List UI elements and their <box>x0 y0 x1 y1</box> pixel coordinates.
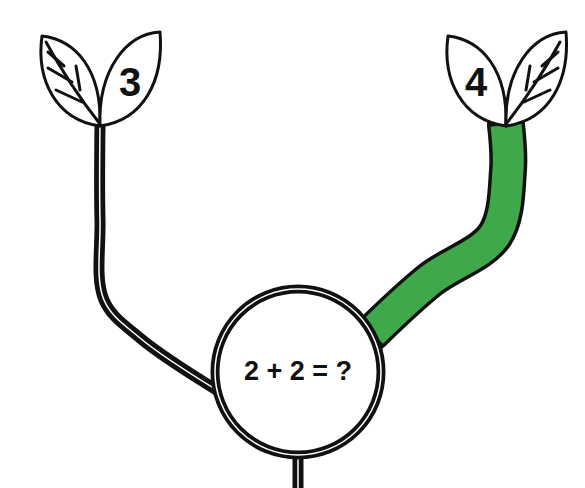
stem-fill <box>99 125 216 389</box>
question-circle: 2 + 2 = ? <box>210 284 386 460</box>
leaf-vein <box>542 52 558 66</box>
leaf-vein <box>56 90 82 102</box>
stem-outline <box>99 125 216 389</box>
bottom-stem-line <box>297 458 299 488</box>
circle-ring-line <box>215 289 381 455</box>
leaf-outline <box>506 32 567 126</box>
answer-leaf: 3 <box>36 20 164 130</box>
leaf-vein <box>76 66 80 90</box>
circle-ring <box>215 289 381 455</box>
leaf-shape <box>36 20 164 130</box>
stem <box>372 125 508 333</box>
answer-leaf: 4 <box>442 20 570 130</box>
stem <box>99 125 216 389</box>
leaf-vein <box>48 68 72 82</box>
leaf-vein <box>524 90 550 102</box>
equation-text: 2 + 2 = ? <box>244 357 352 387</box>
stem-outline <box>372 125 508 333</box>
leaf-number: 4 <box>465 62 487 102</box>
leaf-vein <box>46 42 100 124</box>
leaf-vein <box>526 66 530 90</box>
leaf-vein <box>534 68 558 82</box>
leaf-outline <box>100 32 161 126</box>
leaf-shape <box>442 20 570 130</box>
leaf-number: 3 <box>119 62 141 102</box>
leaf-vein <box>506 42 560 124</box>
stem-fill <box>372 125 508 333</box>
leaf-outline <box>41 36 100 126</box>
leaf-vein <box>48 52 64 66</box>
leaf-outline <box>447 36 506 126</box>
